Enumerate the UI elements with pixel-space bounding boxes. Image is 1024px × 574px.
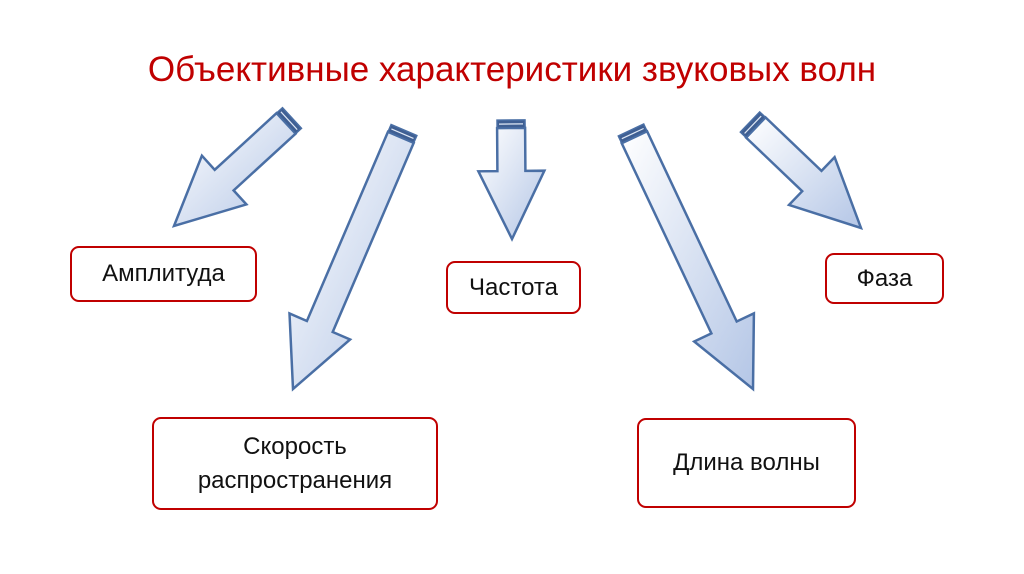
arrow-to-speed xyxy=(288,123,418,392)
arrow-to-phase xyxy=(739,110,864,230)
phase-label: Фаза xyxy=(856,264,913,292)
arrow-body xyxy=(288,130,416,392)
frequency-box: Частота xyxy=(446,261,581,314)
arrow-body xyxy=(476,126,547,242)
slide-title: Объективные характеристики звуковых волн xyxy=(147,50,877,89)
wavelength-box: Длина волны xyxy=(637,418,856,508)
arrow-tail-highlight xyxy=(280,111,298,131)
arrow-tail-highlight xyxy=(621,127,644,140)
amplitude-box: Амплитуда xyxy=(70,246,257,302)
arrow-to-wavelength xyxy=(617,122,756,392)
arrow-body xyxy=(744,115,864,230)
arrow-body xyxy=(620,129,756,392)
arrow-to-amplitude xyxy=(171,106,303,228)
speed-box: Скорость распространения xyxy=(152,417,438,510)
arrow-tail-highlight xyxy=(744,115,762,134)
arrow-tail-highlight xyxy=(391,128,414,139)
arrow-to-frequency xyxy=(476,119,547,242)
speed-label-line2: распространения xyxy=(197,466,393,494)
arrow-body xyxy=(171,111,298,228)
phase-box: Фаза xyxy=(825,253,944,304)
amplitude-label: Амплитуда xyxy=(102,260,225,287)
wavelength-label: Длина волны xyxy=(673,449,820,476)
frequency-label: Частота xyxy=(469,273,558,301)
speed-label-line1: Скорость xyxy=(243,432,347,460)
